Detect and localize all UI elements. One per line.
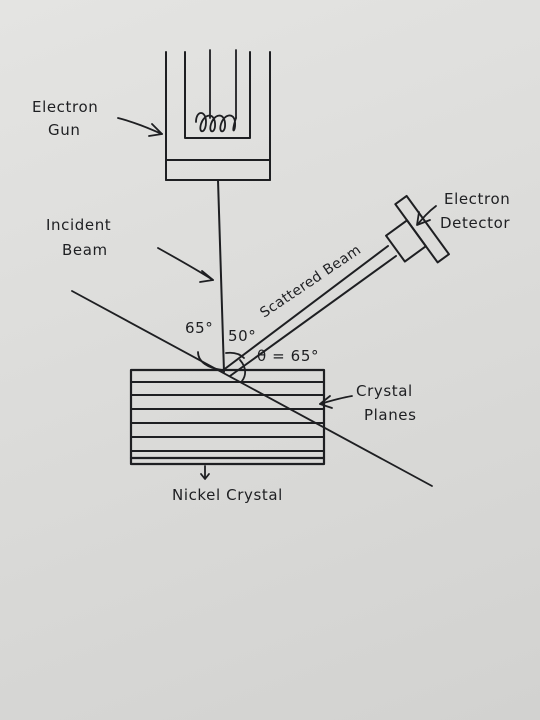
electron-detector: [385, 194, 450, 264]
detector-body: [385, 219, 427, 263]
angle-label-65: 65°: [185, 319, 213, 337]
scattered-beam-line-lower: [221, 245, 389, 372]
arrow-electron-gun: [117, 117, 163, 137]
arrow-head-icon: [199, 270, 214, 283]
angle-label-50: 50°: [228, 327, 256, 345]
electron-gun: [165, 49, 271, 181]
arrow-head-icon: [148, 123, 163, 137]
incident-beam-label-line2: Beam: [62, 241, 108, 259]
incident-beam-line: [217, 179, 225, 373]
gun-inner-casing: [184, 51, 251, 139]
nickel-crystal-block: [129, 368, 326, 466]
angle-arc-theta: [239, 359, 247, 382]
incident-beam-label-line1: Incident: [46, 216, 111, 234]
arrow-head-icon: [416, 211, 431, 226]
arrow-nickel-crystal: [200, 465, 210, 480]
arrow-shaft: [417, 205, 437, 225]
arrow-head-icon: [319, 395, 333, 409]
arrow-shaft: [117, 117, 163, 135]
angle-label-theta: θ = 65°: [257, 347, 319, 365]
crystal-planes-label-line2: Planes: [364, 406, 417, 424]
electron-gun-label-line1: Electron: [32, 98, 98, 116]
diagonal-reference-line: [71, 290, 433, 487]
electron-detector-label-line1: Electron: [444, 190, 510, 208]
gun-base-plate: [165, 159, 271, 181]
detector-head-plate: [394, 194, 450, 264]
arrow-head-icon: [200, 473, 210, 480]
nickel-crystal-label: Nickel Crystal: [172, 486, 283, 504]
arrow-shaft: [319, 395, 353, 405]
filament-coil-icon: [195, 112, 237, 133]
arrow-incident-beam: [157, 247, 214, 283]
angle-arc-65-left: [197, 351, 223, 371]
electron-detector-label-line2: Detector: [440, 214, 510, 232]
arrow-electron-detector: [416, 205, 437, 226]
scattered-beam-line-upper: [229, 255, 397, 377]
electron-gun-label-line2: Gun: [48, 121, 80, 139]
crystal-planes-label-line1: Crystal: [356, 382, 413, 400]
angle-arc-50: [225, 351, 245, 359]
scattered-beam-label: Scattered Beam: [257, 242, 364, 321]
arrow-crystal-planes: [319, 395, 353, 409]
crystal-outline: [129, 368, 326, 466]
arrow-shaft: [157, 247, 214, 281]
